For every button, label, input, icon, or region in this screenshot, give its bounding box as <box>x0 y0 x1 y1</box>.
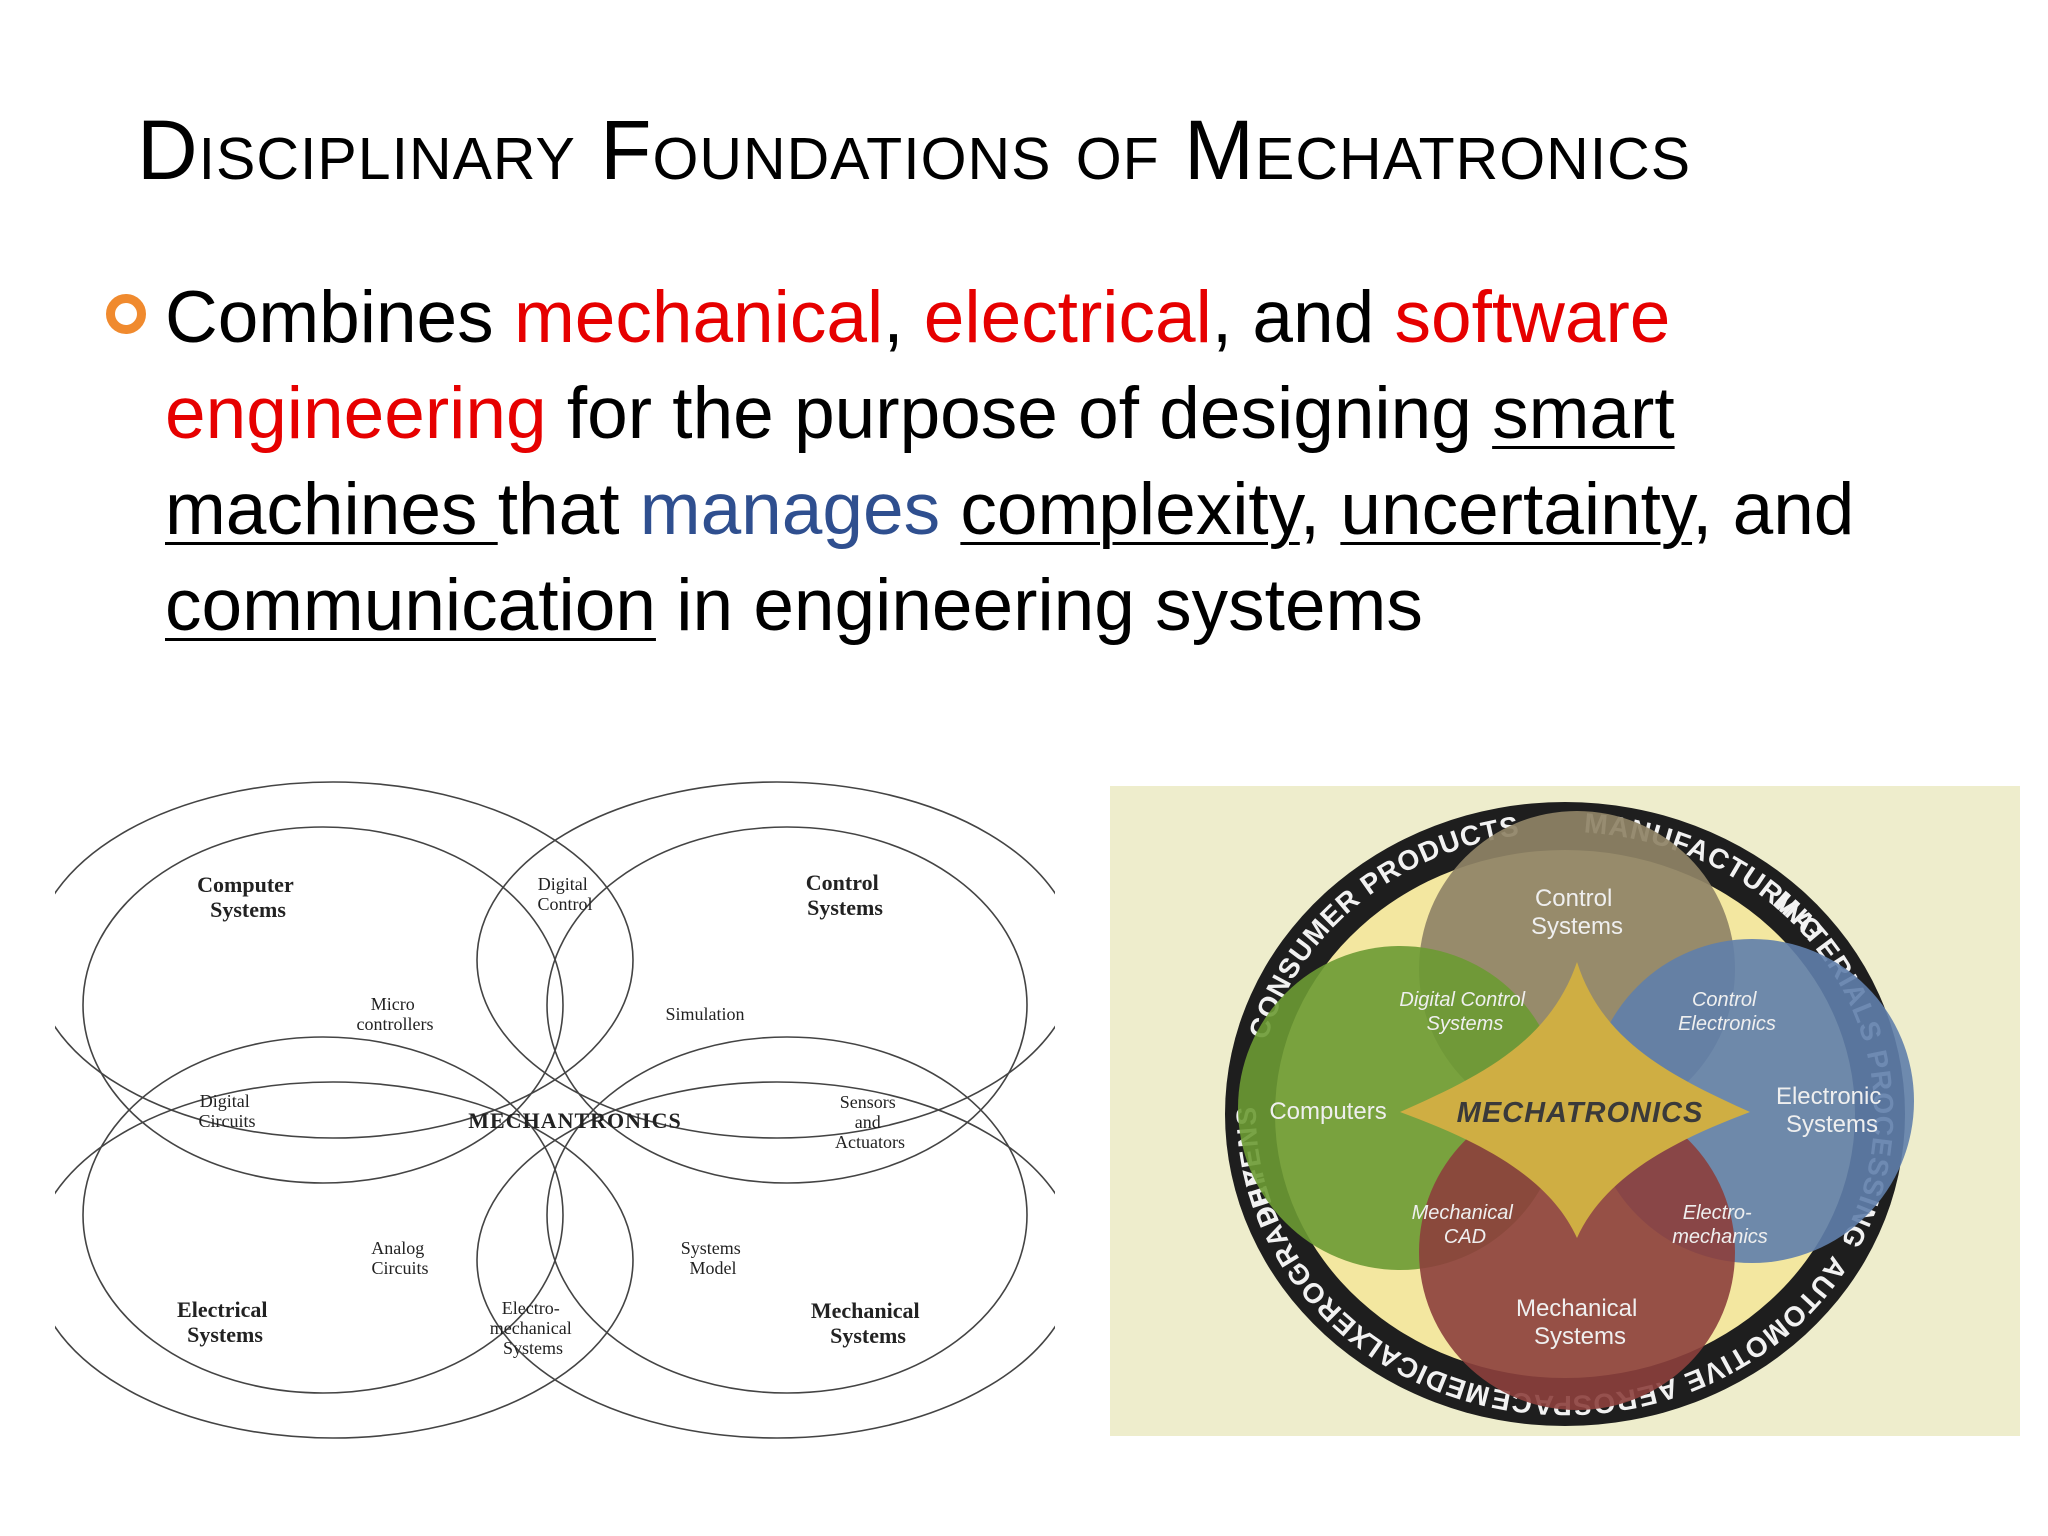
wheel-center-diamond <box>1400 962 1750 1238</box>
wheel-label-control-systems: Control Systems <box>1531 885 1623 940</box>
mechatronics-venn-diagram: Computer Systems Control Systems Electri… <box>55 781 1055 1439</box>
text-purpose: for the purpose of designing <box>546 373 1493 454</box>
emphasis-mechanical: mechanical <box>513 277 884 358</box>
wheel-label-center: MECHATRONICS <box>1457 1097 1704 1129</box>
wheel-label-control-electronics: Control Electronics <box>1678 989 1776 1035</box>
text-comma-2: , <box>1299 469 1341 550</box>
venn-label-electro-mechanical: Electro- mechanical Systems <box>490 1298 576 1358</box>
venn-label-center: MECHANTRONICS <box>468 1108 681 1133</box>
venn-circle-electrical <box>82 1036 564 1394</box>
wheel-circle-mechanical-systems <box>1419 1094 1735 1410</box>
emphasis-electrical: electrical <box>923 277 1212 358</box>
wheel-label-mechanical-cad: Mechanical CAD <box>1412 1202 1519 1248</box>
text-that: that <box>497 469 640 550</box>
text-and-2: , and <box>1692 469 1855 550</box>
wheel-label-electronic-systems: Electronic Systems <box>1776 1083 1888 1138</box>
venn-label-digital-circuits: Digital Circuits <box>199 1091 256 1131</box>
emphasis-software-engineering: software engineering <box>165 277 1671 454</box>
venn-circle-computer <box>82 826 564 1184</box>
wheel-label-digital-control-systems: Digital Control Systems <box>1399 989 1530 1035</box>
venn-circle-outer-b <box>476 781 1055 1139</box>
slide-title: Disciplinary Foundations of Mechatronics <box>137 103 1692 197</box>
venn-label-analog-circuits: Analog Circuits <box>371 1238 429 1278</box>
wheel-label-computers: Computers <box>1269 1098 1386 1125</box>
venn-label-micro-controllers: Micro controllers <box>357 994 434 1034</box>
mechatronics-wheel-diagram: CONSUMER PRODUCTS MANUFACTURING MATERIAL… <box>1110 786 2020 1436</box>
venn-circle-outer-c <box>55 1081 634 1439</box>
venn-label-simulation: Simulation <box>665 1004 744 1024</box>
venn-circle-mechanical <box>546 1036 1028 1394</box>
venn-circle-control <box>546 826 1028 1184</box>
venn-circle-outer-d <box>476 1081 1055 1439</box>
venn-label-computer-systems: Computer Systems <box>197 872 299 922</box>
underline-smart-machines: smart machines <box>165 373 1675 550</box>
wheel-label-mechanical-systems: Mechanical Systems <box>1516 1295 1644 1350</box>
text-systems: in engineering systems <box>655 565 1423 646</box>
bullet-text: Combines mechanical, electrical, and sof… <box>165 270 1905 654</box>
venn-label-mechanical-systems: Mechanical Systems <box>811 1298 925 1348</box>
underline-communication: communication <box>165 565 656 646</box>
text-combines: Combines <box>165 277 514 358</box>
wheel-label-electro-mechanics: Electro- mechanics <box>1672 1202 1768 1248</box>
venn-label-sensors-actuators: Sensors and Actuators <box>835 1092 905 1152</box>
text-and-1: , and <box>1211 277 1395 358</box>
text-space <box>940 469 960 550</box>
venn-label-electrical-systems: Electrical Systems <box>177 1297 273 1347</box>
underline-uncertainty: uncertainty <box>1340 469 1693 550</box>
venn-circle-outer-a <box>55 781 634 1139</box>
venn-label-systems-model: Systems Model <box>681 1238 746 1278</box>
venn-label-control-systems: Control Systems <box>806 870 884 920</box>
bullet-circle-icon <box>106 294 146 334</box>
bullet-item: Combines mechanical, electrical, and sof… <box>106 270 1906 654</box>
emphasis-manages: manages <box>639 469 941 550</box>
underline-complexity: complexity <box>960 469 1300 550</box>
text-comma-1: , <box>883 277 924 358</box>
venn-label-digital-control: Digital Control <box>537 874 592 914</box>
